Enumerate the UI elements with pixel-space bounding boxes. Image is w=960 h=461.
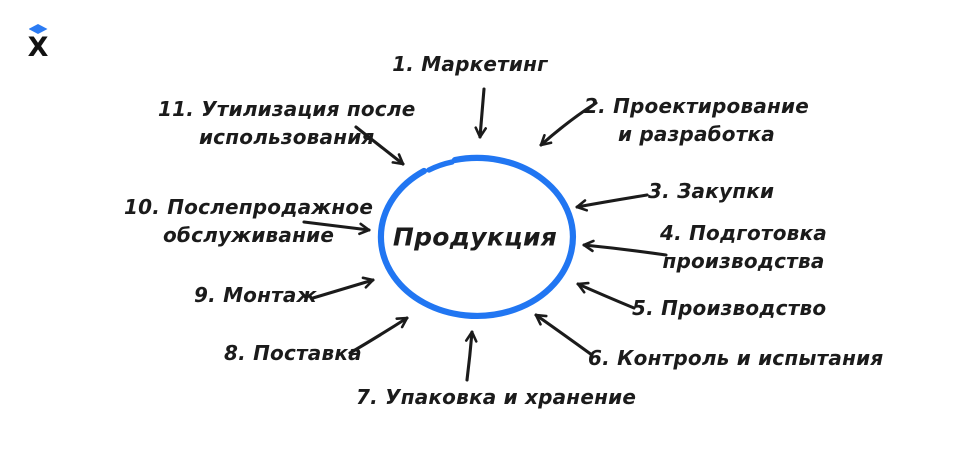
stage-label-7: 7. Упаковка и хранение <box>356 385 637 409</box>
arrow-4 <box>582 239 668 257</box>
product-circle <box>377 154 576 320</box>
stage-label-11: 11. Утилизация после использования <box>158 97 416 150</box>
arrow-11 <box>354 125 405 166</box>
stage-label-9: 9. Монтаж <box>194 283 317 307</box>
logo-x-letter: X <box>27 32 49 63</box>
arrow-6 <box>534 313 594 357</box>
brand-logo: X <box>26 24 50 61</box>
arrow-2 <box>539 101 598 147</box>
arrow-9 <box>311 276 375 300</box>
arrow-8 <box>348 316 409 355</box>
arrow-1 <box>474 87 488 139</box>
stage-label-1: 1. Маркетинг <box>392 52 548 76</box>
stage-label-5: 5. Производство <box>632 296 827 320</box>
stage-label-8: 8. Поставка <box>224 341 362 365</box>
arrow-3 <box>575 193 649 212</box>
stage-label-4: 4. Подготовка производства <box>660 221 827 274</box>
stage-label-10: 10. Послепродажное обслуживание <box>124 195 374 248</box>
stage-label-6: 6. Контроль и испытания <box>588 346 884 370</box>
arrow-7 <box>464 330 478 382</box>
diamond-icon <box>28 24 48 34</box>
stage-label-2: 2. Проектирование и разработка <box>584 94 810 147</box>
arrow-10 <box>302 220 371 236</box>
stage-label-3: 3. Закупки <box>648 179 775 203</box>
center-label: Продукция <box>392 222 558 252</box>
arrow-5 <box>576 281 636 310</box>
